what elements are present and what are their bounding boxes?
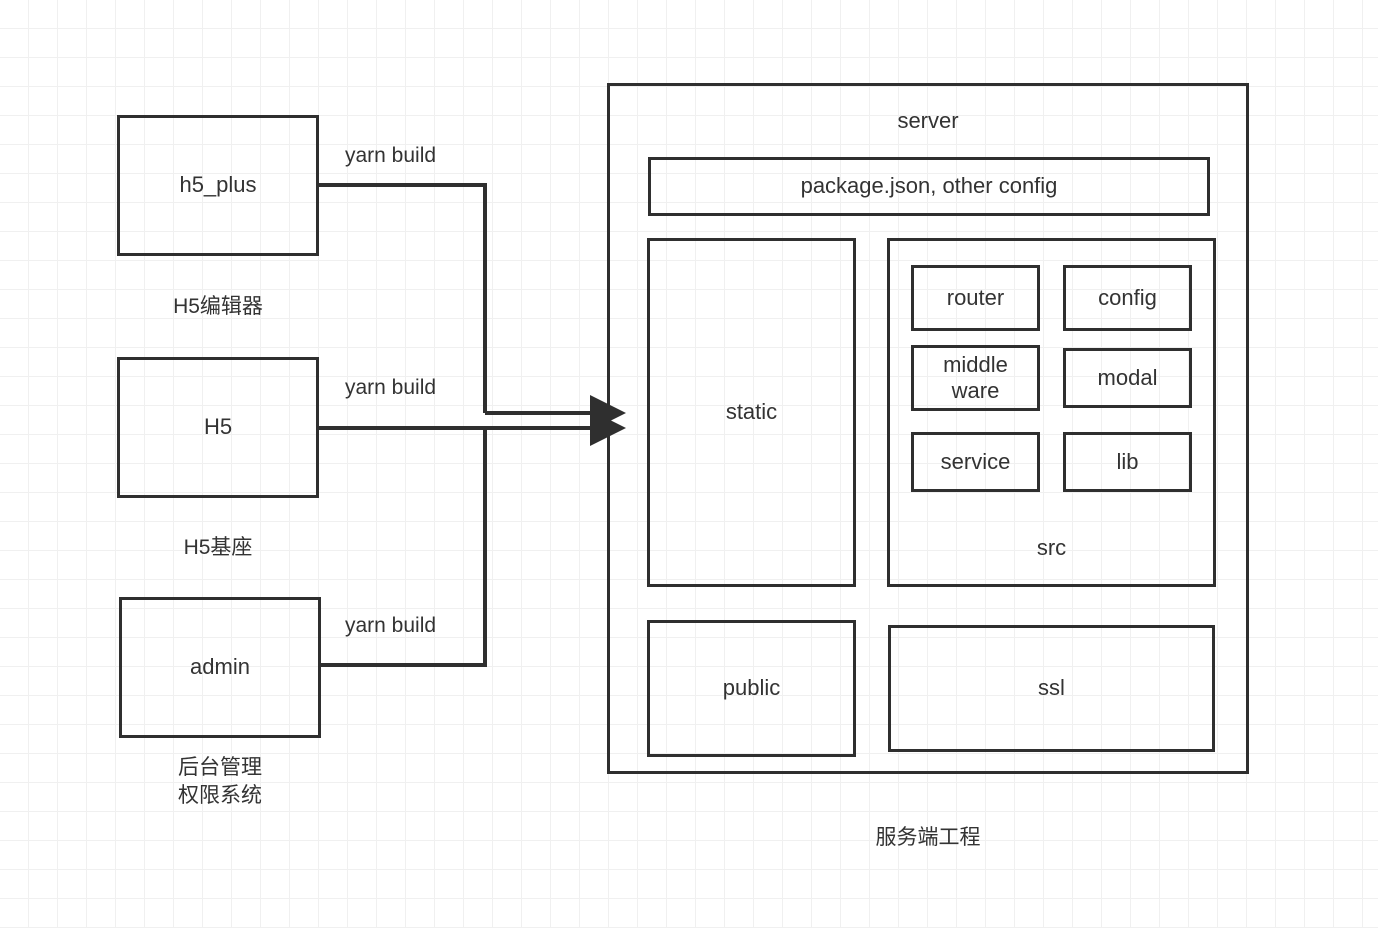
node-ssl-label: ssl xyxy=(1038,675,1065,701)
group-src-title: src xyxy=(1036,535,1067,560)
node-package-config-label: package.json, other config xyxy=(800,173,1058,199)
node-admin-label: admin xyxy=(190,654,250,680)
caption-h5-plus: H5编辑器 xyxy=(173,295,263,318)
node-router-label: router xyxy=(946,284,1005,310)
group-src: src xyxy=(887,238,1216,587)
caption-admin: 后台管理 权限系统 xyxy=(178,756,262,808)
node-middleware[interactable]: middle ware xyxy=(911,345,1040,411)
node-config-label: config xyxy=(1098,284,1157,310)
node-h5-plus-label: h5_plus xyxy=(179,172,257,198)
edge-label-h5-plus: yarn build xyxy=(345,144,437,167)
node-lib[interactable]: lib xyxy=(1063,432,1192,492)
group-server: server xyxy=(607,83,1249,774)
node-h5-label: H5 xyxy=(203,414,233,440)
edge-label-admin: yarn build xyxy=(345,614,437,637)
node-router[interactable]: router xyxy=(911,265,1040,331)
node-public[interactable]: public xyxy=(647,620,856,757)
node-ssl[interactable]: ssl xyxy=(888,625,1215,752)
node-middleware-label: middle ware xyxy=(943,351,1008,403)
node-package-config[interactable]: package.json, other config xyxy=(648,157,1210,216)
group-server-title: server xyxy=(897,108,959,133)
node-service-label: service xyxy=(940,448,1011,474)
caption-server: 服务端工程 xyxy=(875,826,981,849)
node-admin[interactable]: admin xyxy=(119,597,321,738)
node-h5-plus[interactable]: h5_plus xyxy=(117,115,319,256)
node-config[interactable]: config xyxy=(1063,265,1192,331)
caption-h5: H5基座 xyxy=(183,536,253,559)
node-modal-label: modal xyxy=(1097,364,1158,390)
node-public-label: public xyxy=(722,675,781,701)
node-static-label: static xyxy=(725,399,778,425)
node-modal[interactable]: modal xyxy=(1063,348,1192,408)
edge-label-h5: yarn build xyxy=(345,376,437,399)
node-lib-label: lib xyxy=(1116,448,1139,474)
node-static[interactable]: static xyxy=(647,238,856,587)
node-h5[interactable]: H5 xyxy=(117,357,319,498)
node-service[interactable]: service xyxy=(911,432,1040,492)
